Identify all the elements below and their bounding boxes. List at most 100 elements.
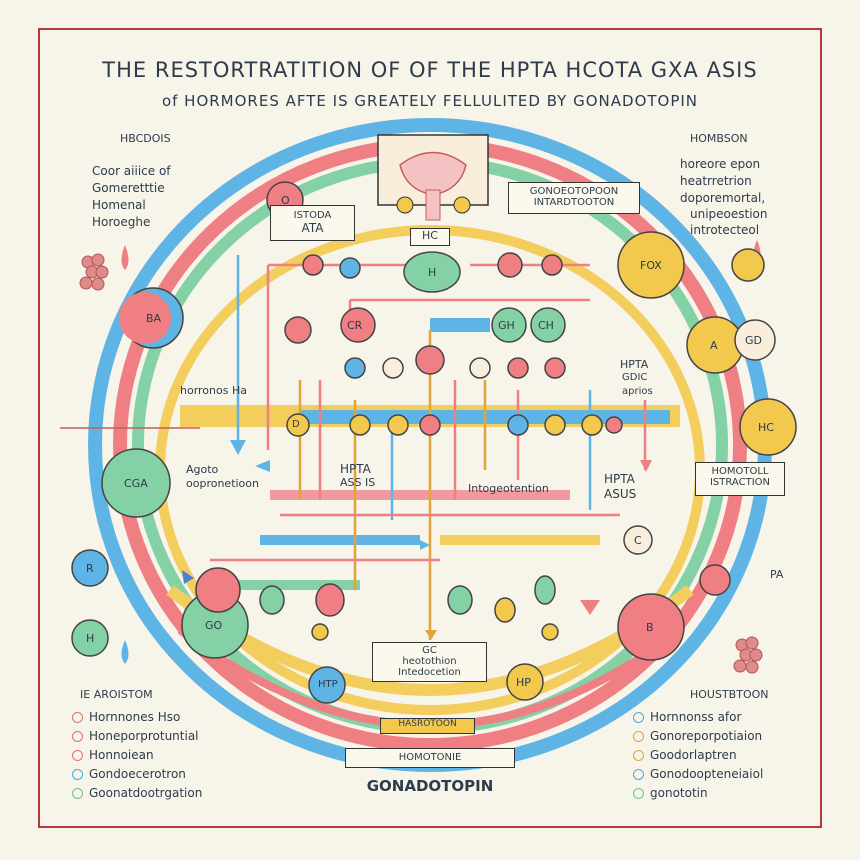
homotoll-line-1: HOMOTOLL — [711, 466, 769, 477]
node-h-label: H — [86, 632, 95, 645]
legend-right-item: Goodorlaptren — [633, 748, 737, 762]
hpta-right-3: aprios — [622, 386, 653, 397]
drop-icon-left-top — [121, 245, 129, 270]
node-gd-label: GD — [745, 334, 762, 347]
top-right-item: introtecteol — [690, 223, 760, 237]
legend-dot-icon — [72, 769, 83, 780]
horronos-label: horronos Ha — [180, 384, 247, 397]
node-cga-label: CGA — [124, 477, 148, 490]
diagram-title: THE RESTORTRATITION OF OF THE HPTA HCOTA… — [102, 58, 758, 82]
node-h-left — [71, 619, 109, 657]
drop-icon-left-bottom — [121, 640, 129, 664]
node-b — [617, 593, 685, 661]
interaction-box: GC heotothion Intedocetion — [372, 642, 487, 682]
top-left-item: Coor aiiice of — [92, 164, 171, 178]
top-right-item: horeore epon — [680, 157, 761, 171]
legend-left-item: Gondoecerotron — [72, 767, 186, 781]
legend-dot-icon — [72, 712, 83, 723]
node-cr-label: CR — [347, 319, 363, 332]
legend-left-item: Goonatdootrgation — [72, 786, 202, 800]
istoda-label: ISTODA — [293, 210, 332, 221]
node-hc-right — [739, 398, 797, 456]
node-hp — [506, 663, 544, 701]
node-htp-label: HTP — [318, 679, 338, 690]
node-htp — [308, 666, 346, 704]
top-right-item: unipeoestion — [690, 207, 768, 221]
node-ch-label: CH — [538, 319, 554, 332]
legend-dot-icon — [72, 788, 83, 799]
top-left-item: Horoeghe — [92, 215, 151, 229]
top-left-heading: HBCDOIS — [120, 132, 171, 145]
top-left-item: Gomeretttie — [92, 181, 165, 195]
band-yellow-2 — [440, 535, 600, 545]
agoto-label-1: Agoto — [186, 463, 219, 476]
node-gh — [491, 307, 527, 343]
homotoll-line-2: ISTRACTION — [709, 477, 770, 488]
agoto-label-2: oopronetioon — [186, 477, 259, 490]
istoda-ata-box: ISTODA ATA — [270, 205, 355, 241]
node-r-label: R — [86, 562, 94, 575]
band-pink — [270, 490, 570, 500]
gonado-box-line-1: GONOEOTOPOON — [529, 186, 619, 197]
node-fox — [617, 231, 685, 299]
integotion-label: Intogeotention — [468, 482, 549, 495]
node-d-label: D — [292, 419, 300, 430]
legend-dot-icon — [633, 712, 644, 723]
band-blue-2 — [260, 535, 420, 545]
cell-cluster-right — [733, 636, 763, 674]
legend-dot-icon — [633, 788, 644, 799]
interaction-line-1: GC — [422, 645, 437, 656]
legend-right-item: gonototin — [633, 786, 708, 800]
node-yellow-right — [731, 248, 765, 282]
diagram-subtitle: of HORMORES AFTE IS GREATELY FELLULITED … — [161, 92, 699, 110]
hpta-center-1: HPTA — [340, 462, 371, 476]
top-right-item: doporemortal, — [680, 191, 766, 205]
homotonie-box: HOMOTONIE — [345, 748, 515, 768]
top-right-item: heatrretrion — [680, 174, 752, 188]
node-o-4 — [541, 254, 563, 276]
legend-right-item: Hornnonss afor — [633, 710, 741, 724]
legend-left-heading: IE AROISTOM — [80, 688, 153, 701]
node-red-mid — [284, 316, 312, 344]
node-gh-label: GH — [498, 319, 515, 332]
hpta-right-2: GDIC — [622, 372, 648, 383]
node-go-label: GO — [205, 619, 223, 632]
node-a-label: A — [710, 339, 718, 352]
legend-dot-icon — [633, 731, 644, 742]
hpta-center-2: ASS IS — [340, 476, 376, 489]
legend-right-item: Gonoreporpotiaion — [633, 729, 762, 743]
node-o-2 — [339, 257, 361, 279]
hpta-asus-1: HPTA — [604, 472, 635, 486]
legend-dot-icon — [633, 769, 644, 780]
node-hp-label: HP — [516, 676, 531, 689]
node-fox-label: FOX — [640, 259, 662, 272]
gonado-box-line-2: INTARDTOOTON — [533, 197, 615, 208]
homotoll-box: HOMOTOLL ISTRACTION — [695, 462, 785, 496]
node-cga — [101, 448, 171, 518]
legend-dot-icon — [72, 750, 83, 761]
node-c-label: C — [634, 534, 642, 547]
gonado-box: GONOEOTOPOON INTARDTOOTON — [508, 182, 640, 214]
node-h-center-label: H — [428, 266, 437, 279]
legend-right-item: Gonodoopteneiaiol — [633, 767, 763, 781]
node-cr — [340, 307, 376, 343]
node-r — [71, 549, 109, 587]
top-right-heading: HOMBSON — [690, 132, 748, 145]
gonadotopin-label: GONADOTOPIN — [366, 777, 494, 795]
hc-top-box: HC — [410, 228, 450, 246]
interaction-line-3: Intedocetion — [398, 667, 461, 678]
node-o-3 — [497, 252, 523, 278]
node-ba-label: BA — [146, 312, 162, 325]
legend-dot-icon — [72, 731, 83, 742]
legend-right-heading: HOUSTBTOON — [690, 688, 769, 701]
node-pa-label: PA — [770, 568, 784, 581]
node-red-right — [699, 564, 731, 596]
ata-label: ATA — [301, 221, 324, 235]
diagram-frame — [38, 28, 822, 828]
cell-cluster-left — [79, 253, 109, 291]
node-ch — [530, 307, 566, 343]
node-o-label: O — [281, 194, 290, 207]
hasrotoon-box: HASROTOON — [380, 718, 475, 734]
node-gd — [734, 319, 776, 361]
node-g-1 — [302, 254, 324, 276]
